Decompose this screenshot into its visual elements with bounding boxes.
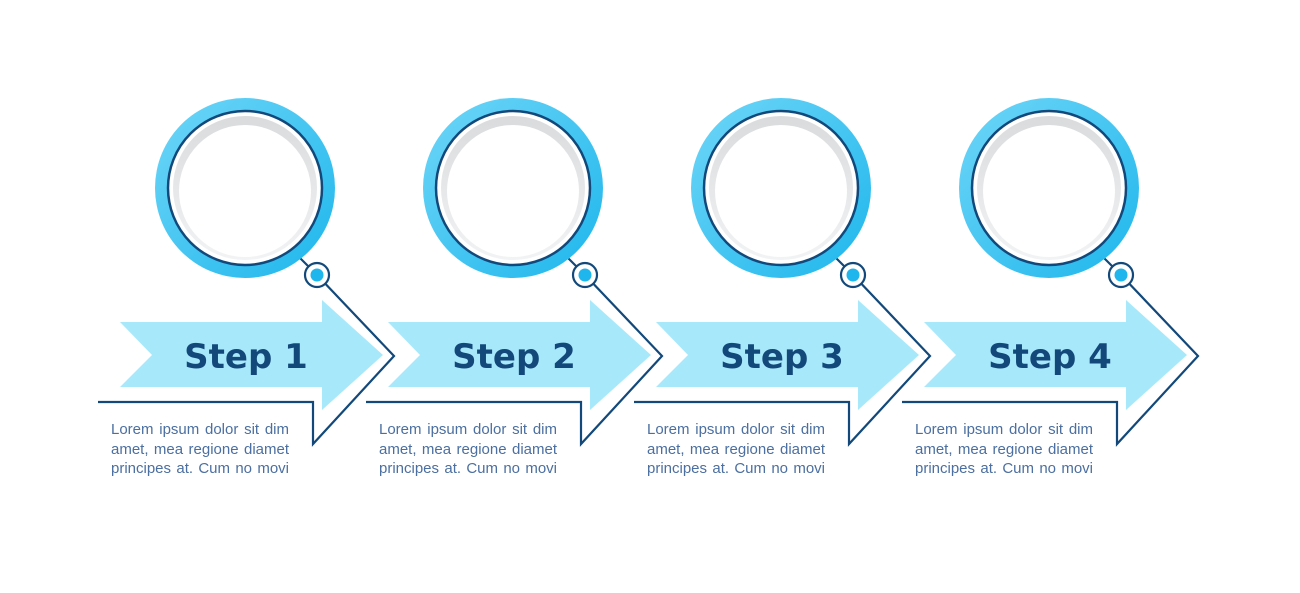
step-1-title: Step 1 [184, 337, 308, 377]
step-2: Step 2 [366, 98, 664, 447]
step-2-arrow [388, 300, 651, 410]
step-2-icon-placeholder [447, 125, 579, 257]
step-2-node-inner [578, 268, 592, 282]
step-4-title: Step 4 [988, 337, 1112, 377]
step-2-connector-line [366, 275, 664, 447]
step-3-node-inner [846, 268, 860, 282]
step-3: Step 3 [634, 98, 932, 447]
step-4-icon-placeholder [983, 125, 1115, 257]
step-3-arrow [656, 300, 919, 410]
step-4: Step 4 [902, 98, 1200, 447]
step-3-icon-placeholder [715, 125, 847, 257]
step-1-node-inner [310, 268, 324, 282]
step-3-description: Lorem ipsum dolor sit dim amet, mea regi… [647, 421, 825, 477]
step-1-description: Lorem ipsum dolor sit dim amet, mea regi… [111, 421, 289, 477]
step-3-title: Step 3 [720, 337, 844, 377]
step-4-node-inner [1114, 268, 1128, 282]
step-4-connector-line [902, 275, 1200, 447]
step-4-description: Lorem ipsum dolor sit dim amet, mea regi… [915, 421, 1093, 477]
step-1-icon-placeholder [179, 125, 311, 257]
step-4-arrow [924, 300, 1187, 410]
step-3-connector-line [634, 275, 932, 447]
step-2-title: Step 2 [452, 337, 576, 377]
step-1: Step 1 [98, 98, 396, 447]
step-2-description: Lorem ipsum dolor sit dim amet, mea regi… [379, 421, 557, 477]
step-1-arrow [120, 300, 383, 410]
step-1-connector-line [98, 275, 396, 447]
